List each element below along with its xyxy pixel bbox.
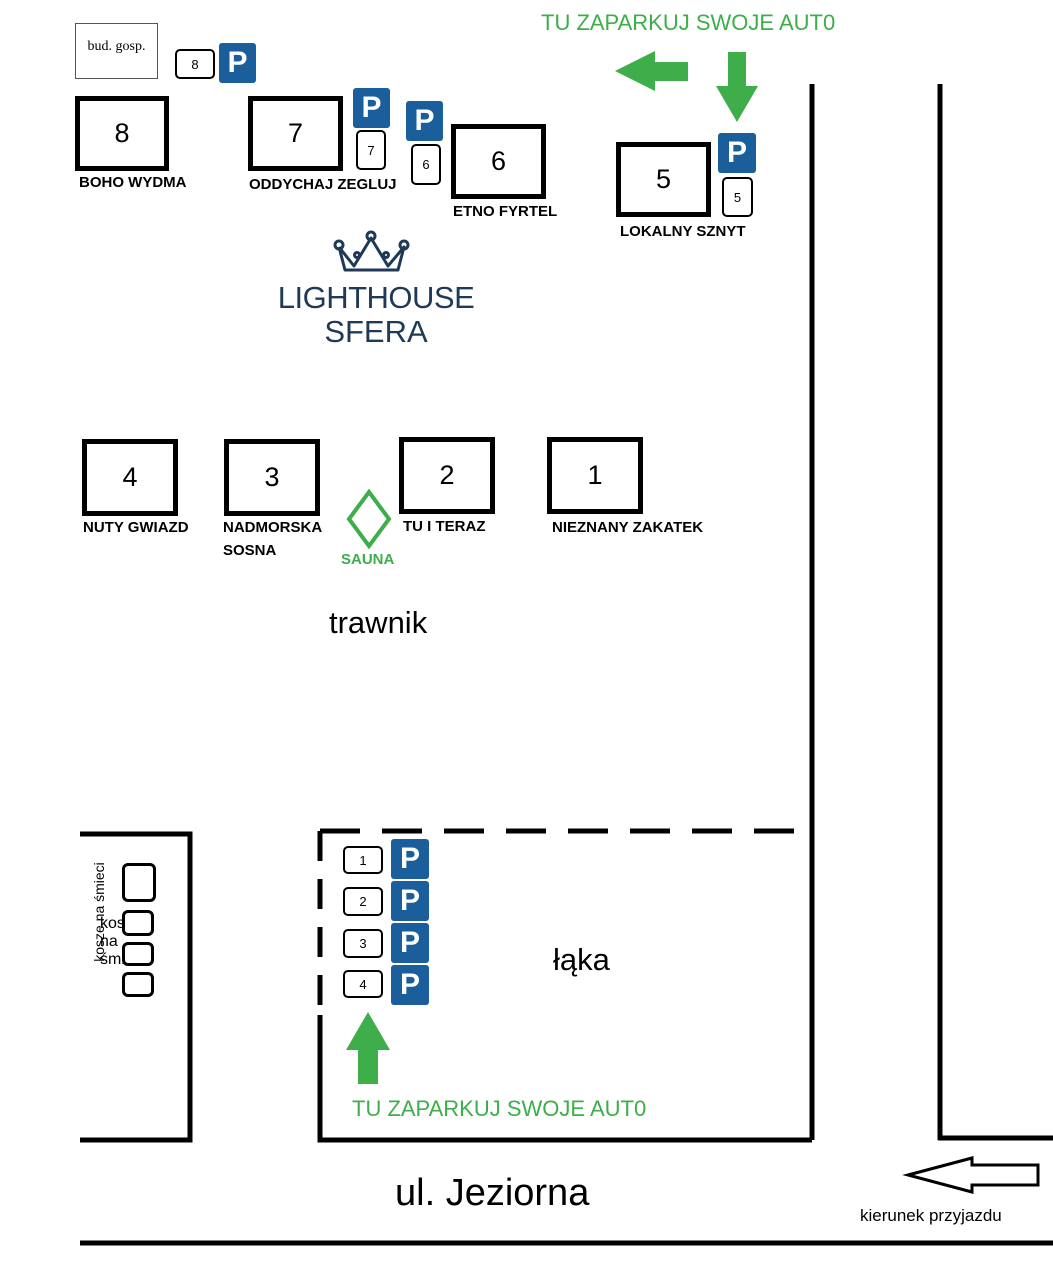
lawn-label: trawnik: [329, 605, 428, 640]
parking-sign-icon: P: [353, 88, 390, 128]
house-6: 6: [451, 124, 546, 199]
house-7-name: ODDYCHAJ ZEGLUJ: [249, 176, 397, 193]
meadow-parking-spot-1: 1: [343, 846, 383, 874]
meadow-label: łąka: [553, 942, 610, 977]
house-3-name: NADMORSKA: [223, 519, 323, 536]
parking-sign-icon: P: [219, 43, 256, 83]
house-2: 2: [399, 437, 495, 514]
parking-spot-5: 5: [722, 177, 753, 217]
house-6-number: 6: [490, 146, 507, 176]
parking-spot-6: 6: [411, 144, 441, 185]
bins-label-text: kosze na śmieci: [91, 862, 107, 962]
house-1-name: NIEZNANY ZAKATEK: [552, 519, 704, 536]
trash-bin: [122, 863, 156, 902]
house-3-number: 3: [264, 462, 280, 492]
house-8-number: 8: [114, 118, 130, 148]
park-here-bottom-label: TU ZAPARKUJ SWOJE AUT0: [352, 1096, 647, 1121]
parking-sign-icon: P: [391, 881, 429, 921]
direction-arrow-icon: [902, 1156, 1040, 1194]
shed: bud. gosp.: [75, 23, 158, 79]
house-2-name: TU I TERAZ: [403, 518, 486, 535]
house-5-name: LOKALNY SZNYT: [620, 223, 746, 240]
logo-text-line1: LIGHTHOUSE: [277, 280, 475, 315]
parking-spot-8: 8: [175, 49, 215, 79]
house-8: 8: [75, 96, 169, 171]
house-1: 1: [547, 437, 643, 514]
house-2-number: 2: [439, 460, 455, 490]
house-3: 3: [224, 439, 320, 516]
house-7-number: 7: [287, 118, 304, 148]
parking-sign-icon: P: [718, 133, 756, 173]
bins-label-rotated: kosze na śmieci: [91, 832, 107, 992]
parking-sign-icon: P: [406, 101, 443, 141]
meadow-border: [317, 1015, 812, 1143]
trash-bin: [122, 972, 154, 997]
parking-sign-icon: P: [391, 839, 429, 879]
house-6-name: ETNO FYRTEL: [453, 203, 558, 220]
house-1-number: 1: [587, 460, 603, 490]
house-7: 7: [248, 96, 343, 171]
crown-icon: [333, 230, 410, 272]
house-4-number: 4: [122, 462, 138, 492]
parking-sign-icon: P: [391, 965, 429, 1005]
parking-sign-icon: P: [391, 923, 429, 963]
shed-label: bud. gosp.: [87, 39, 146, 54]
trash-bin: [122, 942, 154, 966]
house-4: 4: [82, 439, 178, 516]
house-3-name-line2: SOSNA: [223, 542, 277, 559]
arrow-down-icon: [716, 52, 758, 122]
sauna-label: SAUNA: [341, 551, 395, 568]
street-name: ul. Jeziorna: [395, 1172, 590, 1214]
house-8-name: BOHO WYDMA: [79, 174, 187, 191]
logo-text-line2: SFERA: [324, 314, 428, 349]
meadow-parking-spot-4: 4: [343, 970, 383, 998]
trash-bin: [122, 910, 154, 936]
meadow-parking-spot-3: 3: [343, 929, 383, 958]
direction-label: kierunek przyjazdu: [860, 1206, 1002, 1225]
meadow-parking-spot-2: 2: [343, 887, 383, 916]
arrow-left-icon: [615, 51, 688, 91]
diamond-icon: [346, 488, 392, 550]
house-5-number: 5: [655, 164, 672, 194]
house-4-name: NUTY GWIAZD: [83, 519, 189, 536]
park-here-top-label: TU ZAPARKUJ SWOJE AUT0: [541, 10, 836, 35]
parking-spot-7: 7: [356, 130, 386, 170]
arrow-up-icon: [346, 1012, 390, 1084]
house-5: 5: [616, 142, 711, 217]
bins-enclosure: [80, 831, 193, 1143]
